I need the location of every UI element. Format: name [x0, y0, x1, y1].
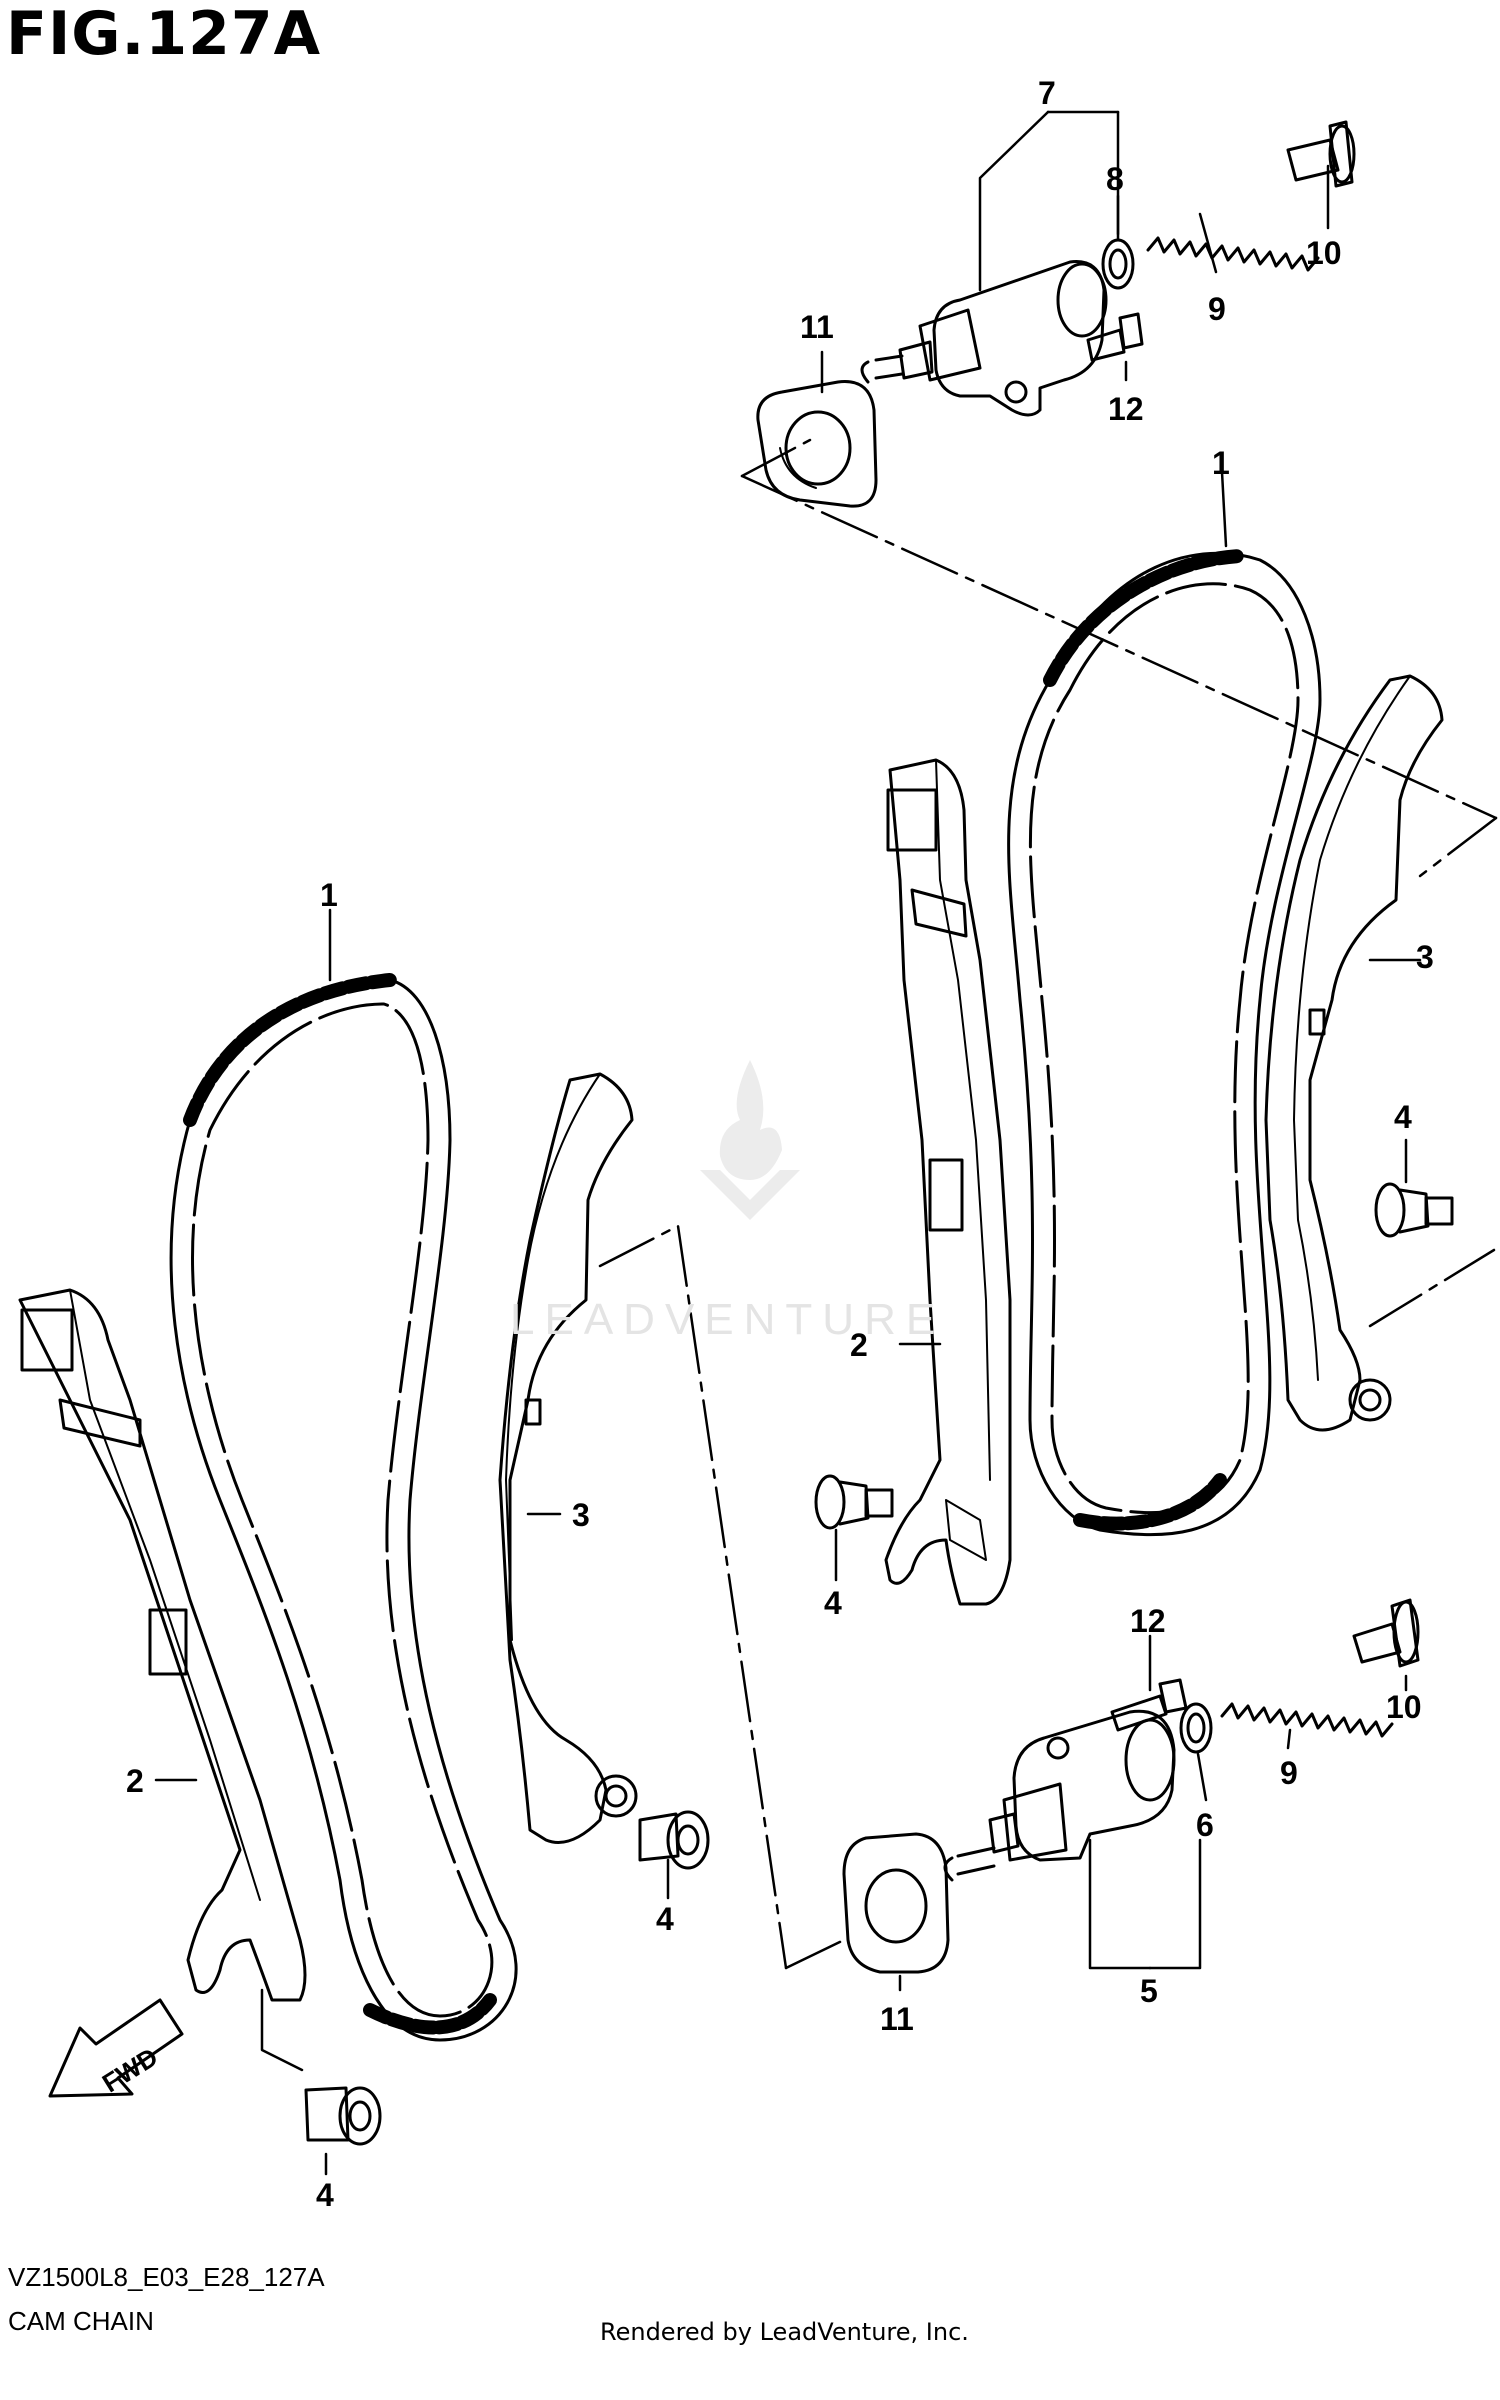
callout-7: 7 [1038, 75, 1056, 111]
lower-tensioner-assembly [842, 1598, 1420, 1974]
figure-title: FIG.127A [6, 0, 322, 69]
callouts: 7 8 9 10 11 12 1 3 4 2 4 1 3 2 4 4 12 10… [126, 75, 1434, 2213]
lower-gasket [842, 1832, 950, 1974]
watermark-text: LEADVENTURE [510, 1295, 946, 1344]
callout-11: 11 [880, 2001, 914, 2037]
front-cam-chain [169, 973, 518, 2042]
rear-guide-bolt-right [1374, 1182, 1454, 1238]
upper-tensioner-body [932, 260, 1106, 417]
front-tensioner-guide [18, 1288, 307, 2002]
callout-12: 12 [1130, 1603, 1166, 1639]
leader-lines [154, 110, 1422, 2176]
dash-dot-lines [598, 438, 1498, 1970]
callout-1: 1 [320, 877, 338, 913]
watermark-logo-icon [700, 1060, 800, 1220]
upper-gasket [756, 380, 878, 508]
figure-name: CAM CHAIN [8, 2306, 154, 2336]
upper-washer [1101, 238, 1135, 290]
callout-5: 5 [1140, 1973, 1158, 2009]
rear-guide-bolt-left [814, 1474, 894, 1530]
callout-4: 4 [656, 1901, 674, 1937]
callout-1: 1 [1212, 445, 1230, 481]
upper-small-bolt [1086, 328, 1126, 362]
callout-2: 2 [850, 1327, 868, 1363]
callout-9: 9 [1280, 1755, 1298, 1791]
lower-washer [1179, 1702, 1213, 1754]
lower-tensioner-body [1012, 1709, 1176, 1862]
lower-spring [1220, 1702, 1394, 1738]
rear-cam-chain [1007, 549, 1322, 1537]
rear-tensioner-guide [884, 758, 1012, 1606]
fwd-arrow-icon [48, 1998, 184, 2098]
callout-3: 3 [572, 1497, 590, 1533]
callout-11: 11 [800, 309, 834, 345]
front-guide-bolt-left [304, 2086, 382, 2146]
callout-4: 4 [824, 1585, 842, 1621]
callout-3: 3 [1416, 939, 1434, 975]
callout-6: 6 [1196, 1807, 1214, 1843]
callout-2: 2 [126, 1763, 144, 1799]
upper-spring [1146, 236, 1320, 272]
callout-4: 4 [1394, 1099, 1412, 1135]
render-credit: Rendered by LeadVenture, Inc. [600, 2318, 969, 2346]
callout-10: 10 [1306, 235, 1342, 271]
callout-4: 4 [316, 2177, 334, 2213]
upper-tensioner-assembly [756, 120, 1356, 508]
callout-12: 12 [1108, 391, 1144, 427]
callout-8: 8 [1106, 161, 1124, 197]
model-code: VZ1500L8_E03_E28_127A [8, 2262, 325, 2292]
lower-cap-bolt [1352, 1622, 1402, 1664]
upper-cap-bolt [1286, 138, 1340, 182]
rear-chain-guide [1264, 674, 1444, 1432]
callout-10: 10 [1386, 1689, 1422, 1725]
lower-small-bolt [1110, 1694, 1168, 1732]
callout-9: 9 [1208, 291, 1226, 327]
front-guide-bolt-right [638, 1810, 710, 1870]
front-chain-guide [498, 1072, 638, 1844]
